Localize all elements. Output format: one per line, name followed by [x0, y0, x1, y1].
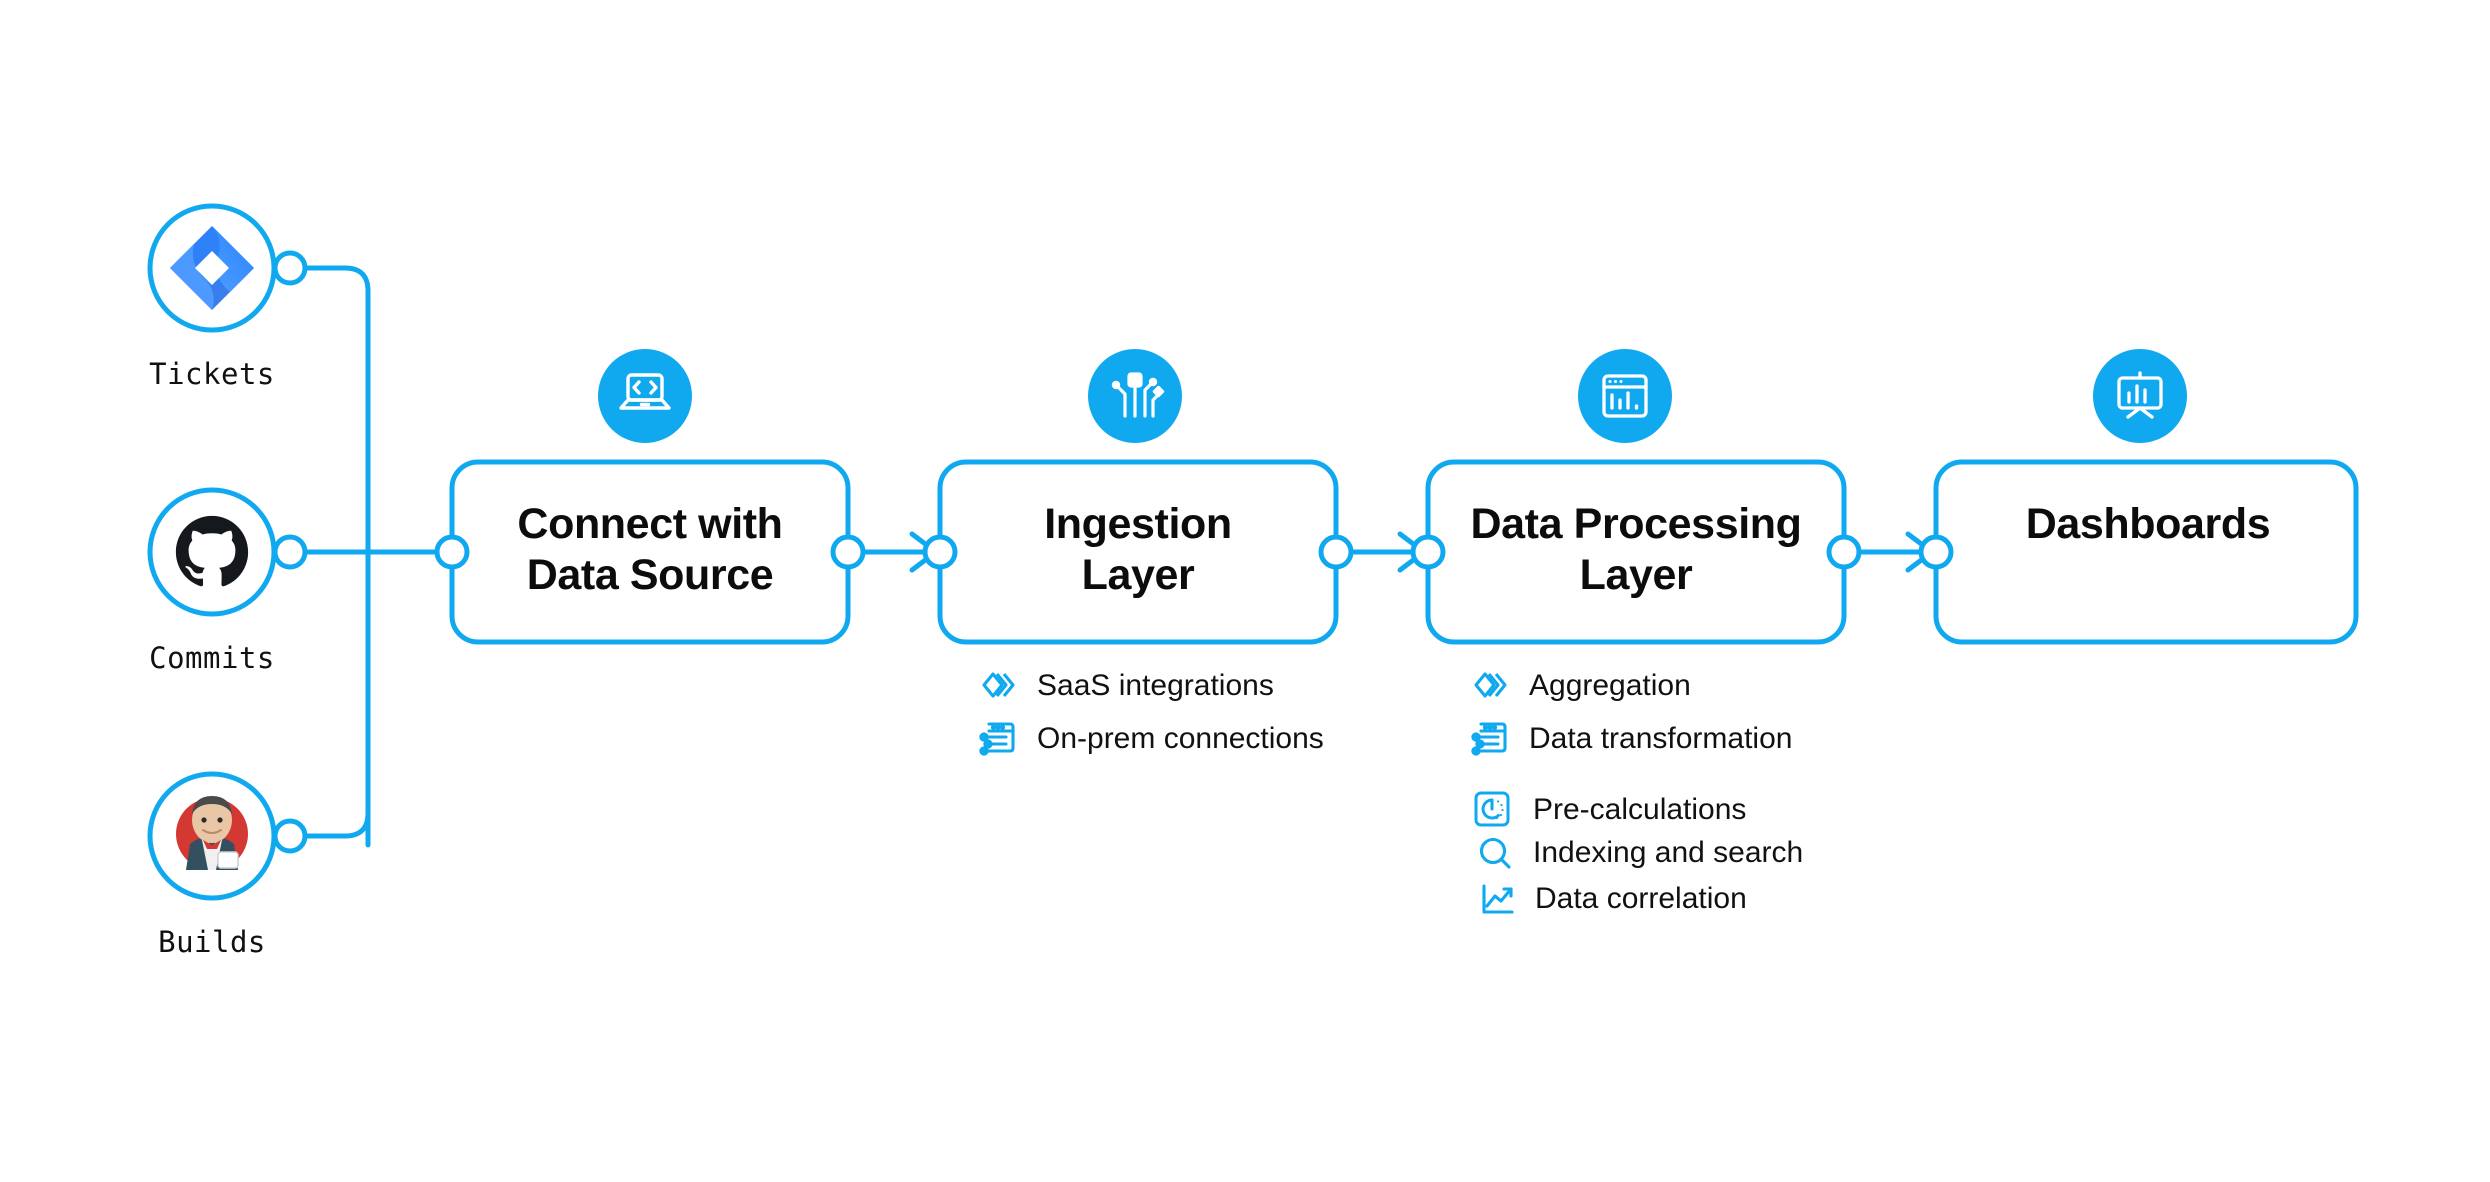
window-sliders-icon [979, 722, 1015, 756]
feature-item[interactable]: Indexing and search [1479, 836, 1804, 869]
feature-item[interactable]: Aggregation [1474, 669, 1691, 702]
port-tickets [272, 250, 308, 286]
source-node-builds[interactable]: Builds [147, 771, 308, 959]
source-node-tickets[interactable]: Tickets [147, 203, 308, 391]
circuit-nodes-icon [1111, 372, 1165, 418]
feature-item[interactable]: Data correlation [1482, 882, 1747, 915]
stacked-chevrons-icon [1474, 672, 1507, 698]
github-icon [175, 515, 249, 587]
window-sliders-icon [1471, 722, 1507, 756]
stage-title-3-line2: Layer [1580, 551, 1693, 599]
port-stage4-left [1918, 534, 1954, 570]
source-label-builds: Builds [158, 925, 266, 959]
line-chart-icon [1482, 884, 1514, 914]
badge-circle-1 [598, 349, 692, 443]
feature-item[interactable]: SaaS integrations [982, 669, 1274, 702]
port-stage2-right [1318, 534, 1354, 570]
laptop-code-icon [619, 373, 671, 410]
stage-dashboards[interactable]: Dashboards [1918, 349, 2359, 645]
port-builds [272, 818, 308, 854]
feature-item[interactable]: Pre-calculations [1474, 791, 1746, 827]
stage-title-1-line1: Connect with [517, 500, 782, 548]
jenkins-icon [176, 796, 248, 870]
stage-title-2-line2: Layer [1082, 551, 1195, 599]
feature-label: On-prem connections [1037, 722, 1324, 755]
stage-ingestion-layer[interactable]: Ingestion Layer [922, 349, 1354, 645]
badge-circle-4 [2093, 349, 2187, 443]
port-stage3-right [1826, 534, 1862, 570]
source-label-tickets: Tickets [149, 357, 275, 391]
stage-data-processing-layer[interactable]: Data Processing Layer [1410, 349, 1862, 645]
feature-label: Data correlation [1535, 882, 1747, 915]
port-commits [272, 534, 308, 570]
feature-item[interactable]: Data transformation [1471, 722, 1793, 756]
stage-title-1-line2: Data Source [527, 551, 774, 599]
magnifier-icon [1479, 837, 1511, 869]
stage-title-3-line1: Data Processing [1471, 500, 1802, 548]
stage-connect-with-data-source[interactable]: Connect with Data Source [434, 349, 866, 645]
stacked-chevrons-icon [982, 672, 1015, 698]
stage-title-2-line1: Ingestion [1044, 500, 1232, 548]
feature-list-processing: Aggregation Data transformation [1471, 669, 1804, 915]
stage-title-4-line1: Dashboards [2026, 500, 2271, 548]
gauge-square-icon [1474, 791, 1510, 827]
window-barchart-icon [1602, 374, 1648, 418]
port-stage1-left [434, 534, 470, 570]
stage-box-4 [1933, 459, 2359, 645]
port-stage2-left [922, 534, 958, 570]
feature-label: Aggregation [1529, 669, 1691, 702]
badge-circle-3 [1578, 349, 1672, 443]
wire-tickets [287, 265, 371, 848]
source-wiring [287, 265, 455, 848]
feature-label: SaaS integrations [1037, 669, 1274, 702]
port-stage1-right [830, 534, 866, 570]
feature-label: Pre-calculations [1533, 793, 1746, 826]
source-node-commits[interactable]: Commits [147, 487, 308, 675]
feature-label: Data transformation [1529, 722, 1792, 755]
wire-builds [287, 557, 371, 839]
presentation-chart-icon [2117, 371, 2163, 419]
port-stage3-left [1410, 534, 1446, 570]
source-label-commits: Commits [149, 641, 275, 675]
feature-list-ingestion: SaaS integrations On-prem connections [979, 669, 1324, 756]
feature-item[interactable]: On-prem connections [979, 722, 1324, 756]
feature-label: Indexing and search [1533, 836, 1803, 869]
jira-icon [170, 226, 254, 310]
